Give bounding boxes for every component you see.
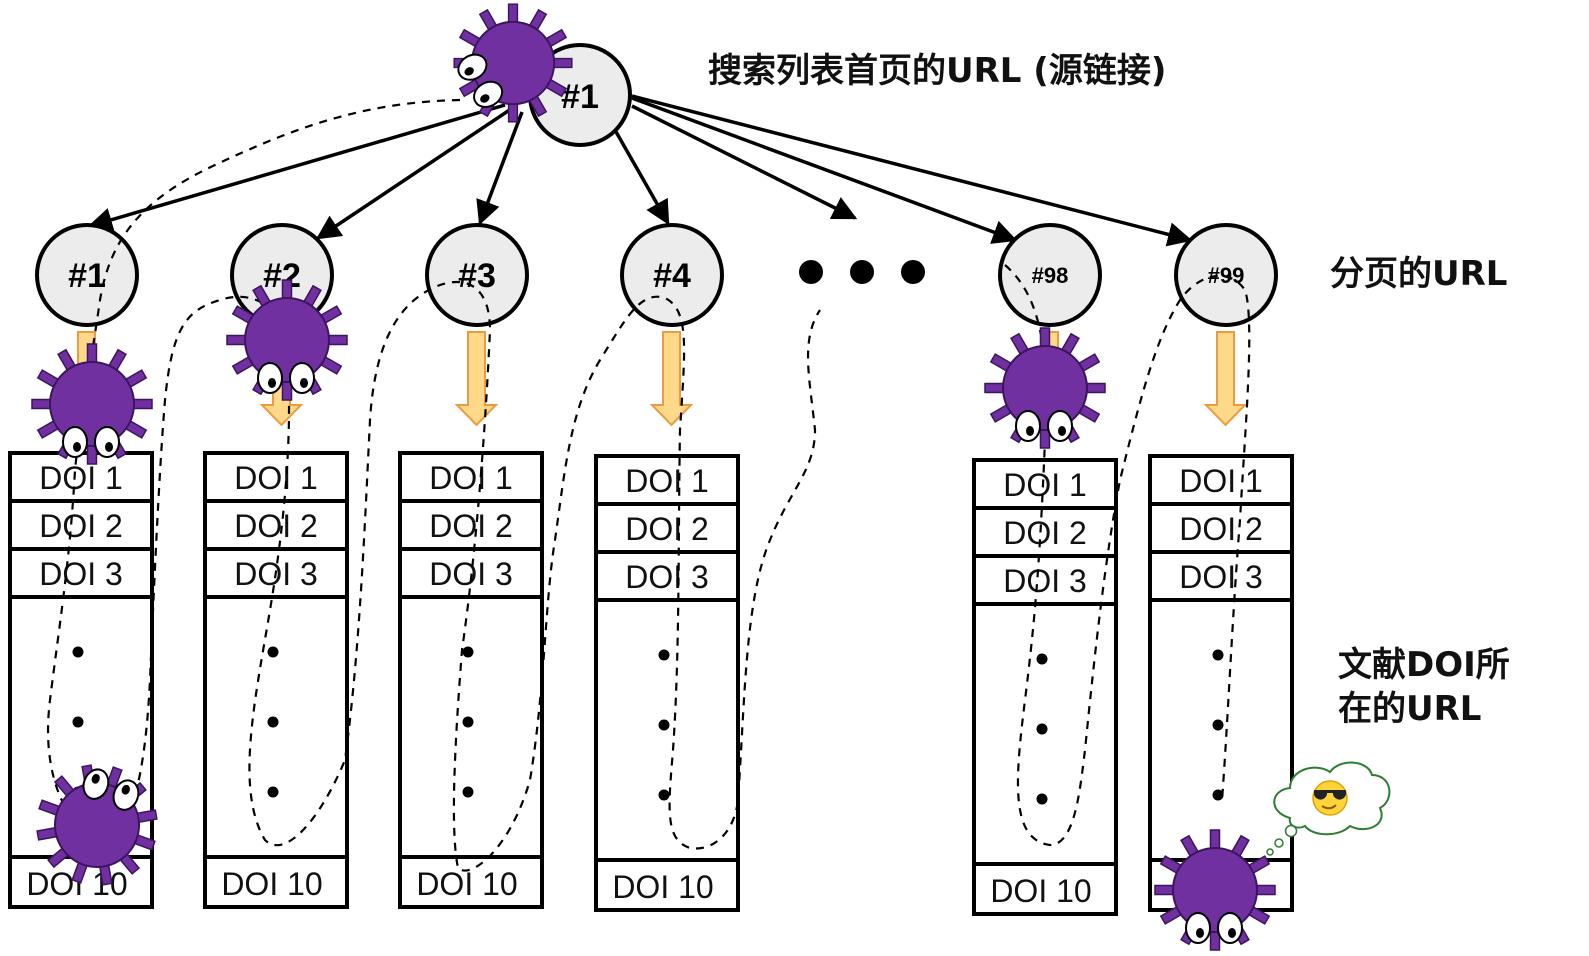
doi-row: DOI 2	[234, 508, 318, 544]
doi-row: DOI 1	[1179, 463, 1263, 499]
page-node-3: #3	[425, 223, 529, 327]
tree-edges	[87, 94, 1193, 247]
down-arrow-99	[1203, 331, 1248, 427]
doi-column-3: DOI 1 DOI 2 DOI 3 DOI 10	[398, 451, 544, 909]
ellipsis-dot	[462, 716, 474, 728]
edge-root-page-3	[476, 111, 524, 226]
page-node-4: #4	[620, 223, 724, 327]
paged-url-label: 分页的URL	[1330, 254, 1507, 294]
root-node-label: #1	[561, 78, 599, 116]
crawler-icon-col1	[31, 343, 153, 465]
doi-row: DOI 3	[625, 559, 709, 595]
page-node-label: #1	[68, 257, 106, 295]
ellipsis-dot	[1212, 649, 1224, 661]
doi-column-98: DOI 1 DOI 2 DOI 3 DOI 10	[972, 458, 1118, 916]
doi-row: DOI 2	[1003, 515, 1087, 551]
page-node-98: #98	[998, 223, 1102, 327]
doi-row: DOI 3	[39, 556, 123, 592]
edge-root-ellipsis	[631, 104, 858, 220]
ellipsis-dot	[72, 716, 84, 728]
ellipsis-dots	[799, 260, 925, 284]
doi-row: DOI 1	[429, 460, 513, 496]
doi-row: DOI 3	[1179, 559, 1263, 595]
page-node-1: #1	[35, 223, 139, 327]
doi-row: DOI 3	[429, 556, 513, 592]
ellipsis-dot	[1212, 789, 1224, 801]
crawler-path	[46, 98, 821, 872]
doi-row: DOI 2	[625, 511, 709, 547]
page-node-label: #3	[458, 257, 496, 295]
doi-url-label-line2: 在的URL	[1338, 689, 1481, 729]
doi-column-99: DOI 1 DOI 2 DOI 3	[1148, 454, 1294, 912]
doi-row-last: DOI 10	[612, 869, 713, 905]
doi-column-4: DOI 1 DOI 2 DOI 3 DOI 10	[594, 454, 740, 912]
ellipsis-dot	[658, 719, 670, 731]
ellipsis-dot	[1036, 723, 1048, 735]
doi-row-last: DOI 10	[221, 866, 322, 902]
edge-root-page-98	[631, 96, 1018, 244]
sunglasses-emoji-icon	[1312, 780, 1348, 816]
page-node-label: #98	[1032, 263, 1069, 288]
page-node-99: #99	[1174, 223, 1278, 327]
doi-row-last: DOI 10	[990, 873, 1091, 909]
ellipsis-dot	[462, 786, 474, 798]
crawler-path-right	[1004, 264, 1251, 847]
crawler-icon-col98	[984, 327, 1106, 449]
ellipsis-dot	[658, 649, 670, 661]
doi-row-last: DOI 10	[416, 866, 517, 902]
ellipsis-dot	[1036, 793, 1048, 805]
edge-root-page-1	[87, 103, 506, 232]
doi-row: DOI 2	[429, 508, 513, 544]
ellipsis-dot	[267, 646, 279, 658]
ellipsis-dot	[462, 646, 474, 658]
edge-root-page-2	[315, 105, 515, 240]
thought-cloud-icon	[1266, 761, 1391, 856]
doi-row: DOI 1	[234, 460, 318, 496]
source-url-label: 搜索列表首页的URL (源链接)	[708, 51, 1166, 91]
ellipsis-dot	[658, 789, 670, 801]
doi-row: DOI 2	[1179, 511, 1263, 547]
down-arrow-4	[649, 331, 694, 427]
doi-url-label-line1: 文献DOI所	[1338, 645, 1510, 685]
ellipsis-dot	[72, 646, 84, 658]
doi-row: DOI 2	[39, 508, 123, 544]
doi-row: DOI 1	[1003, 467, 1087, 503]
page-node-label: #4	[653, 257, 691, 295]
edge-root-page-99	[631, 94, 1193, 247]
ellipsis-dot	[1036, 653, 1048, 665]
doi-row: DOI 3	[1003, 563, 1087, 599]
edge-root-page-4	[613, 129, 670, 226]
doi-row: DOI 1	[39, 460, 123, 496]
doi-row: DOI 1	[625, 463, 709, 499]
ellipsis-dot	[267, 786, 279, 798]
down-arrow-3	[454, 331, 499, 427]
root-node: #1	[528, 43, 632, 147]
ellipsis-dot	[267, 716, 279, 728]
ellipsis-dot	[1212, 719, 1224, 731]
